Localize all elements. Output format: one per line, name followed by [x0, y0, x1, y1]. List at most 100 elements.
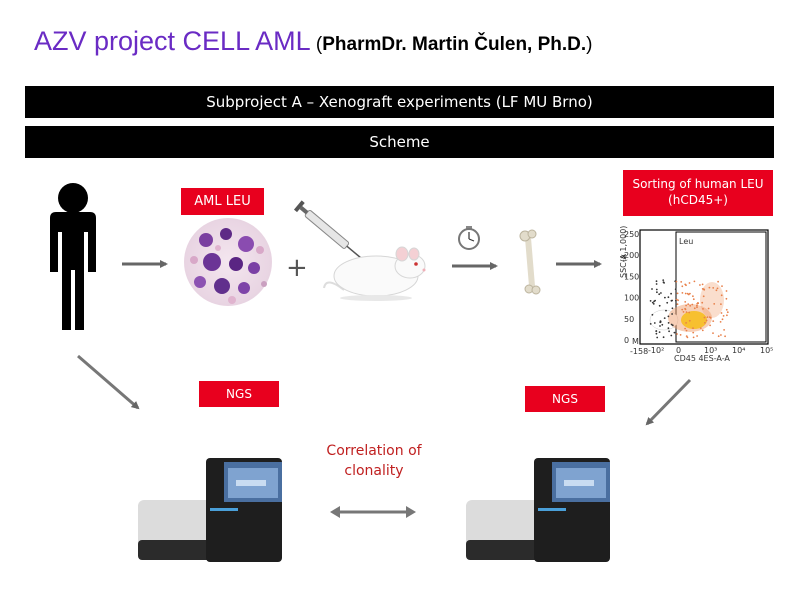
event-dot: [703, 295, 705, 297]
event-dot: [684, 328, 686, 330]
event-dot: [717, 281, 719, 283]
event-dot: [668, 322, 670, 324]
event-dot: [703, 289, 705, 291]
event-dot: [656, 337, 658, 339]
correlation-line2: clonality: [314, 461, 434, 481]
x-tick-label: -10²: [648, 346, 664, 355]
event-dot: [689, 282, 691, 284]
x-tick-label: 10⁴: [732, 346, 745, 355]
event-dot: [688, 294, 690, 296]
event-dot: [702, 288, 704, 290]
event-dot: [694, 281, 696, 283]
event-dot: [671, 313, 673, 315]
arrow-plot-to-sequencer: [647, 380, 690, 424]
event-dot: [685, 305, 687, 307]
event-dot: [692, 332, 694, 334]
event-dot: [701, 302, 703, 304]
x-tick-label: 10⁵: [760, 346, 773, 355]
event-dot: [702, 330, 704, 332]
event-dot: [670, 293, 672, 295]
y-tick-label: 0: [624, 336, 629, 345]
event-dot: [656, 289, 658, 291]
event-dot: [671, 300, 673, 302]
arrow-person-to-sequencer: [78, 356, 138, 408]
cell-smear-image: [184, 218, 272, 306]
event-dot: [663, 336, 665, 338]
event-dot: [684, 301, 686, 303]
event-dot: [655, 330, 657, 332]
event-dot: [700, 327, 702, 329]
event-dot: [691, 304, 693, 306]
event-dot: [723, 315, 725, 317]
event-dot: [651, 288, 653, 290]
event-dot: [696, 335, 698, 337]
event-dot: [686, 330, 688, 332]
event-dot: [694, 307, 696, 309]
event-dot: [702, 308, 704, 310]
y-tick-label: 50: [624, 315, 634, 324]
event-dot: [656, 333, 658, 335]
sequencer-right: [466, 458, 610, 562]
event-dot: [671, 324, 673, 326]
event-dot: [685, 322, 687, 324]
sorting-line1: Sorting of human LEU: [623, 176, 773, 192]
sorting-label: Sorting of human LEU (hCD45+): [623, 170, 773, 216]
event-dot: [666, 302, 668, 304]
event-dot: [668, 330, 670, 332]
event-dot: [677, 303, 679, 305]
event-dot: [724, 335, 726, 337]
event-dot: [716, 289, 718, 291]
svg-text:CD45 4ES-A-A: CD45 4ES-A-A: [674, 354, 730, 363]
event-dot: [662, 279, 664, 281]
event-dot: [681, 309, 683, 311]
event-dot: [713, 303, 715, 305]
y-tick-label: 150: [624, 272, 639, 281]
event-dot: [723, 329, 725, 331]
event-dot: [693, 298, 695, 300]
person-icon: [50, 183, 96, 330]
event-dot: [656, 283, 658, 285]
event-dot: [708, 308, 710, 310]
event-dot: [717, 288, 719, 290]
double-arrow: [330, 506, 416, 518]
event-dot: [680, 281, 682, 283]
event-dot: [664, 317, 666, 319]
event-dot: [720, 321, 722, 323]
svg-text:-158: -158: [630, 347, 648, 356]
event-dot: [721, 312, 723, 314]
event-dot: [661, 324, 663, 326]
event-dot: [650, 323, 652, 325]
event-dot: [726, 314, 728, 316]
event-dot: [668, 316, 670, 318]
event-dot: [656, 280, 658, 282]
event-dot: [696, 305, 698, 307]
event-dot: [674, 332, 676, 334]
event-dot: [709, 325, 711, 327]
plus-sign: +: [286, 253, 308, 283]
event-dot: [676, 281, 678, 283]
event-dot: [709, 287, 711, 289]
event-dot: [726, 309, 728, 311]
event-dot: [658, 293, 660, 295]
event-dot: [689, 320, 691, 322]
event-dot: [682, 292, 684, 294]
event-dot: [726, 290, 728, 292]
event-dot: [693, 337, 695, 339]
event-dot: [668, 296, 670, 298]
y-tick-label: 100: [624, 294, 639, 303]
event-dot: [704, 317, 706, 319]
event-dot: [659, 331, 661, 333]
event-dot: [654, 322, 656, 324]
x-tick-label: 0: [676, 346, 681, 355]
event-dot: [697, 302, 699, 304]
event-dot: [675, 288, 677, 290]
event-dot: [652, 314, 654, 316]
event-dot: [683, 311, 685, 313]
flow-cytometry-plot: Leu SSC-A (x 1,000) M CD45 4ES-A-A -158 …: [619, 226, 773, 363]
event-dot: [688, 312, 690, 314]
event-dot: [692, 327, 694, 329]
correlation-label: Correlation of clonality: [314, 441, 434, 481]
event-dot: [681, 285, 683, 287]
event-dot: [650, 300, 652, 302]
